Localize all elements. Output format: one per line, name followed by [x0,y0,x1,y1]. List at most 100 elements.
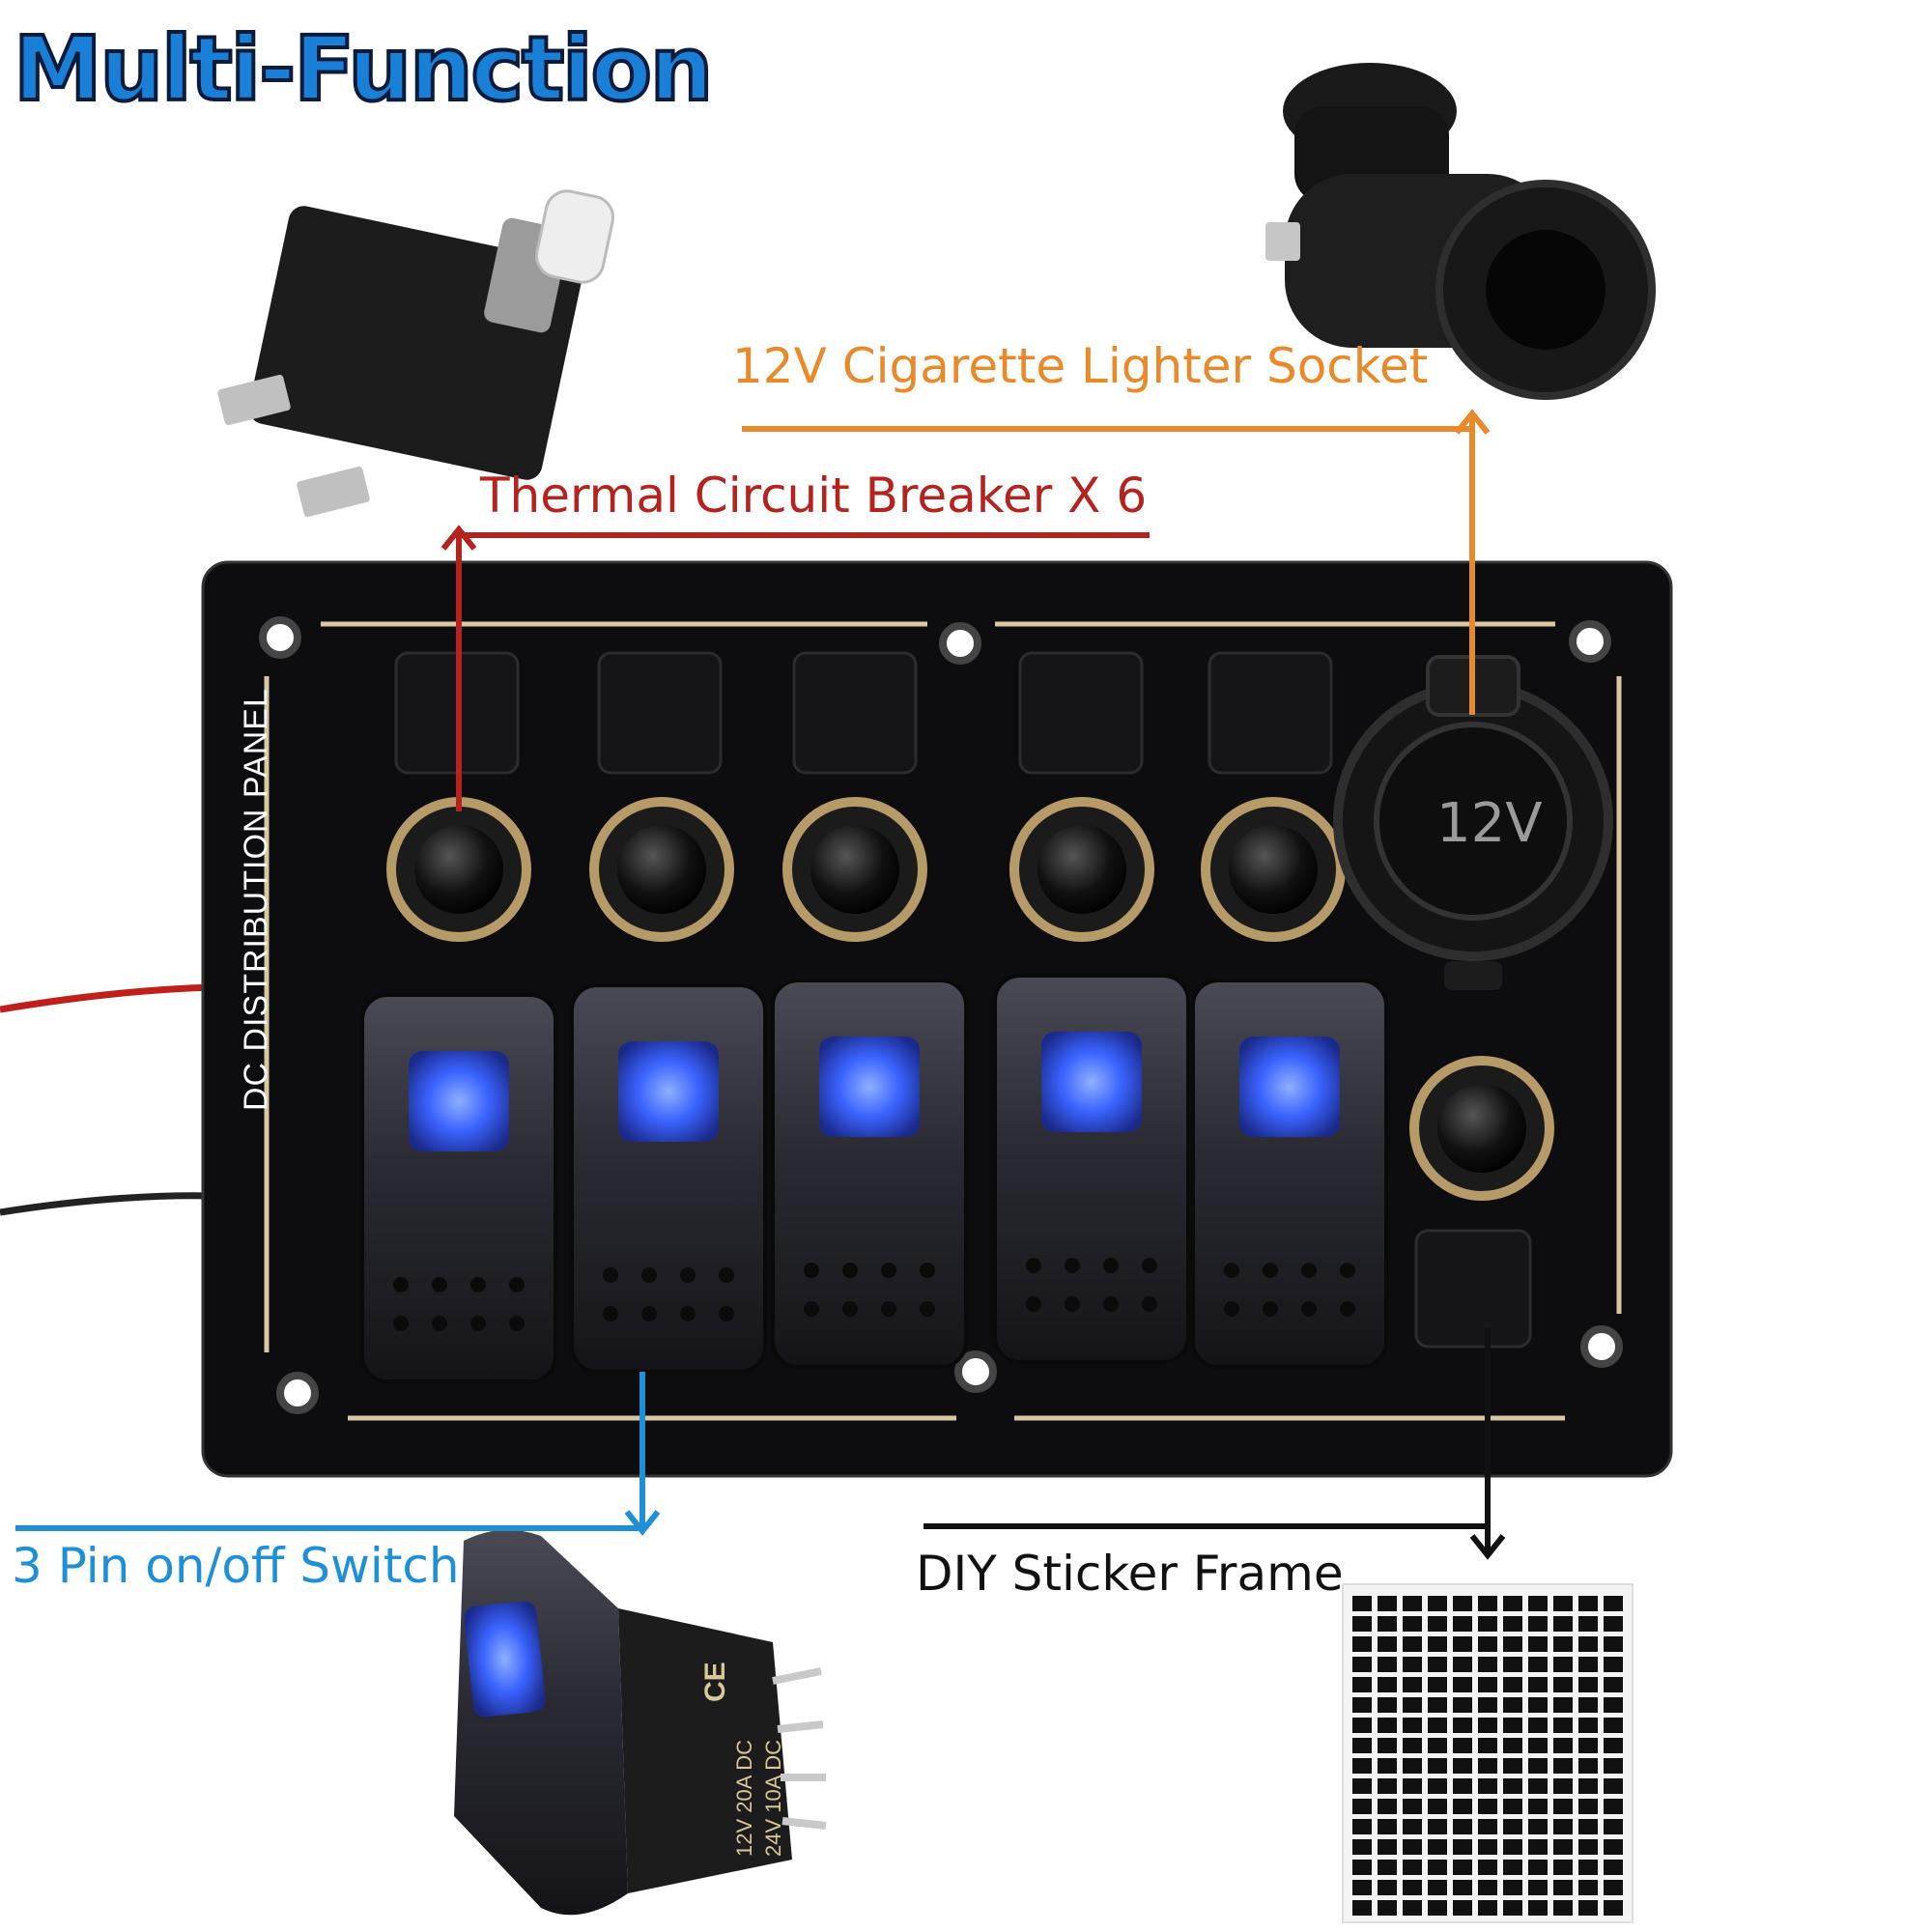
sticker-cell [1553,1880,1573,1895]
sticker-cell [1528,1738,1548,1753]
sticker-cell [1503,1616,1522,1632]
sticker-cell [1604,1738,1623,1753]
sticker-cell [1478,1778,1497,1794]
panel-socket-label: 12V [1436,792,1543,855]
sticker-cell [1453,1819,1472,1834]
sticker-cell [1528,1596,1548,1611]
sticker-cell [1352,1839,1372,1855]
sticker-cell [1453,1839,1472,1855]
sticker-cell [1528,1718,1548,1733]
switch-ce-mark: CE [699,1662,731,1702]
sticker-cell [1352,1758,1372,1774]
switch-rating-line1: 12V 20A DC [732,1739,756,1857]
sticker-cell [1378,1616,1397,1632]
sticker-cell [1478,1677,1497,1692]
sticker-cell [1604,1697,1623,1713]
sticker-cell [1503,1819,1522,1834]
mount-holes [259,616,1623,1414]
power-wires [0,983,213,1216]
sticker-cell [1553,1778,1573,1794]
circuit-breaker-product [217,189,614,518]
sticker-cell [1578,1636,1598,1652]
sticker-cell [1604,1677,1623,1692]
panel-side-label: DC DISTRIBUTION PANEL [238,688,274,1111]
sticker-cell [1453,1799,1472,1814]
sticker-cell [1378,1657,1397,1672]
sticker-cell [1604,1616,1623,1632]
sticker-cell [1403,1860,1422,1875]
sticker-cell [1478,1596,1497,1611]
sticker-cell [1378,1636,1397,1652]
sticker-cell [1453,1697,1472,1713]
sticker-cell [1428,1778,1447,1794]
sticker-cell [1478,1900,1497,1916]
sticker-cell [1604,1819,1623,1834]
sticker-cell [1503,1839,1522,1855]
sticker-cell [1403,1778,1422,1794]
sticker-cell [1503,1900,1522,1916]
sticker-cell [1403,1697,1422,1713]
sticker-cell [1453,1718,1472,1733]
sticker-cell [1578,1778,1598,1794]
sticker-cell [1578,1880,1598,1895]
sticker-cell [1352,1718,1372,1733]
sticker-cell [1478,1738,1497,1753]
sticker-cell [1453,1738,1472,1753]
sticker-cell [1378,1819,1397,1834]
sticker-cell [1578,1758,1598,1774]
sticker-cell [1503,1799,1522,1814]
sticker-cell [1378,1758,1397,1774]
sticker-cell [1403,1677,1422,1692]
sticker-cell [1578,1900,1598,1916]
sticker-cell [1352,1900,1372,1916]
sticker-cell [1453,1860,1472,1875]
sticker-cell [1403,1718,1422,1733]
sticker-cell [1352,1657,1372,1672]
sticker-cell [1352,1596,1372,1611]
sticker-cell [1352,1819,1372,1834]
sticker-cell [1553,1839,1573,1855]
sticker-cell [1553,1697,1573,1713]
sticker-cell [1528,1758,1548,1774]
sticker-cell [1503,1860,1522,1875]
sticker-cell [1378,1799,1397,1814]
sticker-cell [1403,1616,1422,1632]
sticker-cell [1378,1718,1397,1733]
sticker-cell [1528,1839,1548,1855]
sticker-cell [1428,1880,1447,1895]
sticker-cell [1403,1758,1422,1774]
sticker-cell [1478,1636,1497,1652]
sticker-cell [1578,1596,1598,1611]
sticker-cell [1453,1596,1472,1611]
sticker-cell [1478,1657,1497,1672]
sticker-cell [1453,1636,1472,1652]
sticker-cell [1604,1839,1623,1855]
sticker-cell [1378,1900,1397,1916]
sticker-cell [1503,1657,1522,1672]
sticker-cell [1503,1697,1522,1713]
switch-rating-line2: 24V 10A DC [761,1739,785,1857]
sticker-cell [1528,1616,1548,1632]
sticker-cell [1403,1880,1422,1895]
sticker-cell [1453,1900,1472,1916]
sticker-cell [1528,1636,1548,1652]
sticker-cell [1453,1880,1472,1895]
sticker-cell [1604,1778,1623,1794]
sticker-cell [1503,1880,1522,1895]
sticker-cell [1352,1778,1372,1794]
sticker-cell [1378,1880,1397,1895]
sticker-cell [1578,1839,1598,1855]
sticker-cell [1528,1880,1548,1895]
sticker-cell [1553,1819,1573,1834]
sticker-cell [1478,1616,1497,1632]
callout-switch: 3 Pin on/off Switch [12,1538,460,1594]
sticker-cell [1352,1880,1372,1895]
sticker-cell [1604,1860,1623,1875]
sticker-cell [1604,1596,1623,1611]
sticker-cell [1352,1738,1372,1753]
sticker-cell [1478,1860,1497,1875]
sticker-cell [1553,1799,1573,1814]
panel-lighter-socket [1333,655,1613,990]
sticker-cell [1428,1697,1447,1713]
